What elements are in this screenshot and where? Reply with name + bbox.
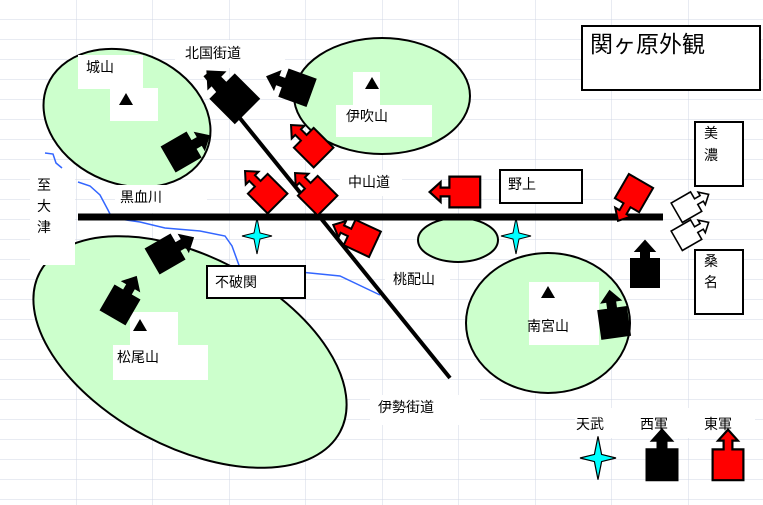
legend-eastern-label: 東軍 xyxy=(704,417,732,433)
otsu-label-1: 至 xyxy=(37,178,51,194)
nangusan-label: 南宮山 xyxy=(527,319,569,335)
mino-label-1: 美 xyxy=(704,126,718,142)
nakasendo-label: 中山道 xyxy=(348,175,390,191)
peak-icon xyxy=(133,319,147,331)
hokkoku-ise-road xyxy=(203,73,452,380)
otsu-label-3: 津 xyxy=(37,220,51,236)
peak-icon xyxy=(119,93,133,105)
hokkoku-road-label: 北国街道 xyxy=(185,46,241,62)
map-title: 関ヶ原外観 xyxy=(590,32,705,58)
mino-box xyxy=(694,121,744,187)
ise-road-label: 伊勢街道 xyxy=(378,400,434,416)
legend-tenmu-label: 天武 xyxy=(576,417,604,433)
fuwanoseki-label: 不破関 xyxy=(215,275,257,291)
kuwana-box xyxy=(694,249,744,315)
mino-label-2: 濃 xyxy=(704,148,718,164)
kurochigawa-label: 黒血川 xyxy=(120,190,162,206)
momokubariyama-mountain xyxy=(417,217,499,263)
momokubariyama-label: 桃配山 xyxy=(393,272,435,288)
otsu-label-2: 大 xyxy=(37,199,51,215)
shiroyama-label: 城山 xyxy=(86,60,114,76)
legend-western-label: 西軍 xyxy=(640,417,668,433)
noue-label: 野上 xyxy=(508,177,536,193)
peak-icons xyxy=(119,77,555,331)
ibukiyama-label: 伊吹山 xyxy=(346,109,388,125)
peak-icon xyxy=(365,77,379,89)
title-box xyxy=(581,25,761,91)
noue-box xyxy=(499,169,583,204)
matsuoyama-label: 松尾山 xyxy=(117,350,159,366)
kuwana-label-1: 桑 xyxy=(704,254,718,270)
kuwana-label-2: 名 xyxy=(704,275,718,291)
fuwanoseki-box xyxy=(206,265,306,299)
peak-icon xyxy=(541,286,555,298)
